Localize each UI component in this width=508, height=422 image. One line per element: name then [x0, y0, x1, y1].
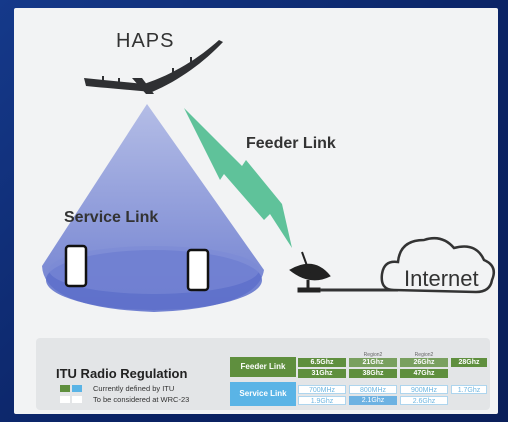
freq-cell: 900MHz — [400, 385, 448, 394]
legend-text: Currently defined by ITU — [93, 383, 175, 393]
freq-cell: 2.1Ghz — [349, 396, 397, 405]
freq-cell: 1.7Ghz — [451, 385, 487, 394]
freq-cell: 31Ghz — [298, 369, 346, 378]
region-tag: Region2 — [414, 352, 434, 358]
white-swatch — [60, 395, 70, 403]
freq-cell: 700MHz — [298, 385, 346, 394]
white-swatch — [72, 395, 82, 403]
feeder-link-row-label: Feeder Link — [230, 357, 296, 377]
phone-icon-left — [64, 244, 88, 288]
diagram-artwork — [42, 40, 495, 312]
legend-item-current: Currently defined by ITU — [60, 383, 189, 393]
service-link-row-label: Service Link — [230, 382, 296, 406]
internet-label: Internet — [404, 266, 479, 291]
region-tag: Region2 — [363, 352, 383, 358]
freq-cell: 26Ghz — [400, 358, 448, 367]
freq-cell: 800MHz — [349, 385, 397, 394]
freq-cell: 6.5Ghz — [298, 358, 346, 367]
phone-icon-right — [186, 248, 210, 292]
green-swatch — [60, 384, 70, 392]
feeder-link-bolt — [184, 108, 292, 248]
legend: Currently defined by ITU To be considere… — [60, 383, 189, 405]
haps-aircraft-icon — [84, 40, 223, 94]
freq-cell: 2.6Ghz — [400, 396, 448, 405]
feeder-link-label: Feeder Link — [246, 135, 336, 152]
legend-item-wrc: To be considered at WRC-23 — [60, 394, 189, 404]
haps-label: HAPS — [116, 30, 175, 52]
freq-cell: 21Ghz — [349, 358, 397, 367]
freq-cell: 38Ghz — [349, 369, 397, 378]
legend-text: To be considered at WRC-23 — [93, 394, 190, 404]
blue-swatch — [72, 384, 82, 392]
service-link-label: Service Link — [64, 209, 159, 226]
itu-regulation-panel: ITU Radio Regulation Currently defined b… — [36, 338, 490, 410]
freq-cell: 28Ghz — [451, 358, 487, 367]
satellite-dish-icon — [289, 251, 331, 293]
freq-cell: 1.9Ghz — [298, 396, 346, 405]
regulation-title: ITU Radio Regulation — [56, 366, 188, 381]
diagram-card: HAPS Feeder Link Service Link Internet I… — [14, 8, 498, 414]
cloud-icon — [380, 237, 495, 294]
freq-cell: 47Ghz — [400, 369, 448, 378]
